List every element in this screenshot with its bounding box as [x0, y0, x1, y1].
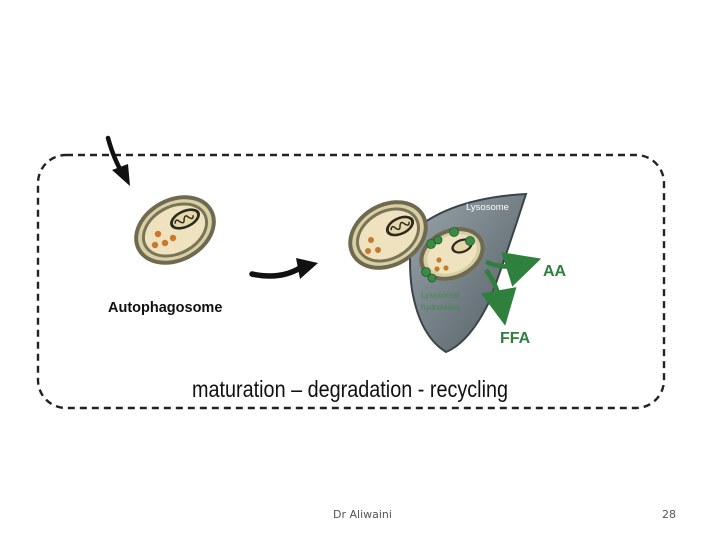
autophagy-diagram: Autophagosome Lysosome — [36, 135, 666, 410]
dashed-frame — [36, 153, 666, 410]
maturation-arrow — [249, 258, 318, 279]
granules — [151, 230, 177, 249]
fusing-granules — [365, 237, 381, 254]
autophagosome — [134, 195, 216, 265]
fusing-mitochondrion — [385, 215, 415, 237]
ffa-arrow — [481, 268, 517, 326]
enzymes-label-line2: hydrolases — [421, 303, 460, 312]
mitochondrion — [170, 208, 200, 230]
process-caption: maturation – degradation - recycling — [192, 376, 508, 402]
incoming-arrow — [105, 135, 130, 186]
aa-arrow — [485, 252, 542, 287]
lysosome-label: Lysosome — [466, 202, 509, 213]
page-number: 28 — [662, 508, 676, 521]
autophagosome-label: Autophagosome — [108, 300, 222, 316]
footer-author: Dr Aliwaini — [333, 508, 392, 521]
enzymes-label-line1: Lysosomal — [421, 291, 459, 300]
product-aa: AA — [543, 263, 567, 280]
product-ffa: FFA — [500, 330, 531, 347]
lysosomal-enzymes — [421, 227, 475, 283]
autolysosome-granules — [434, 257, 449, 272]
